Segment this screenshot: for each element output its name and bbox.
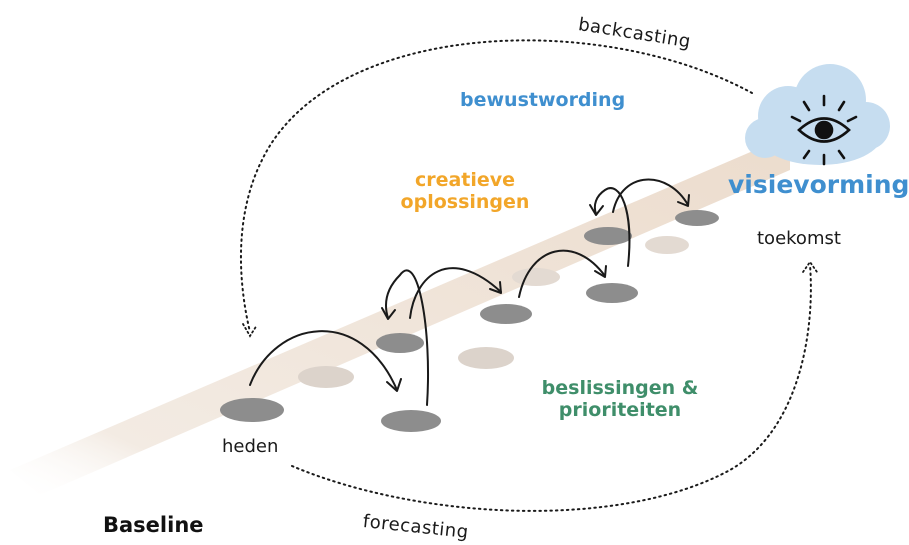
stepping-stone bbox=[675, 210, 719, 226]
stepping-stone-faded bbox=[512, 268, 560, 286]
beslissingen-prioriteiten-label: beslissingen & prioriteiten bbox=[541, 377, 699, 421]
jump-arc-arrowhead bbox=[594, 265, 607, 278]
jump-arc bbox=[518, 249, 606, 298]
stepping-stone bbox=[586, 283, 638, 303]
jump-arc-arrowhead bbox=[386, 378, 402, 392]
stepping-stone bbox=[376, 333, 424, 353]
baseline-title: Baseline bbox=[103, 513, 204, 537]
jump-arc-arrowhead bbox=[589, 204, 604, 216]
jump-arc bbox=[249, 330, 398, 391]
stepping-stone-faded bbox=[298, 366, 354, 388]
jump-arc bbox=[409, 267, 502, 319]
backcasting-arrowhead bbox=[242, 323, 258, 338]
stepping-stone bbox=[220, 398, 284, 422]
forecasting-arrowhead bbox=[802, 260, 818, 273]
toekomst-label: toekomst bbox=[757, 228, 841, 249]
stepping-stone-faded bbox=[645, 236, 689, 254]
stepping-stone-faded bbox=[458, 347, 514, 369]
backcasting-curve bbox=[240, 39, 753, 333]
jump-arc-arrowhead bbox=[489, 281, 502, 294]
jump-arcs bbox=[249, 178, 690, 406]
jump-arc bbox=[385, 269, 430, 406]
forecasting-curve bbox=[291, 264, 812, 512]
jump-arc-arrowhead bbox=[677, 194, 690, 207]
jump-arc bbox=[612, 178, 689, 213]
bewustwording-label: bewustwording bbox=[460, 89, 626, 111]
creatieve-oplossingen-label: creatieve oplossingen bbox=[400, 169, 530, 213]
stepping-stone bbox=[381, 410, 441, 432]
visievorming-label: visievorming bbox=[728, 170, 909, 199]
stepping-stone bbox=[584, 227, 632, 245]
jump-arc-arrowhead bbox=[381, 307, 396, 320]
eye-icon bbox=[790, 94, 858, 166]
stepping-stone bbox=[480, 304, 532, 324]
path-road bbox=[10, 135, 790, 495]
cloud-icon bbox=[745, 64, 890, 165]
heden-label: heden bbox=[222, 436, 279, 457]
jump-arc bbox=[593, 187, 631, 267]
